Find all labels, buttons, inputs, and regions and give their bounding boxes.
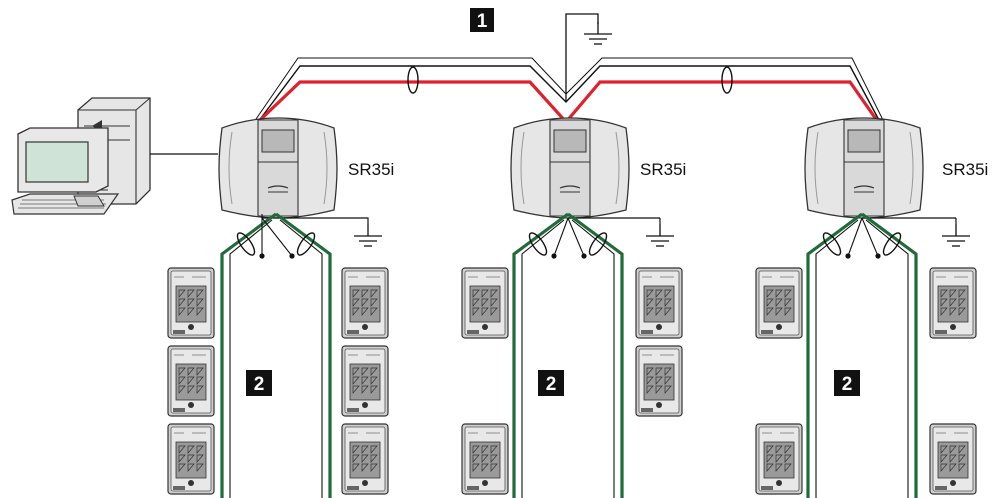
- keypad-reader-icon: [929, 423, 977, 495]
- keypad-reader-icon: [167, 267, 215, 339]
- reader-cabling-3: [806, 212, 971, 498]
- unit-label: SR35i: [348, 160, 394, 179]
- keypad-reader-icon: [635, 345, 683, 417]
- reader-cabling-2: [512, 212, 675, 498]
- controller-unit: [804, 117, 924, 219]
- pc-workstation-icon: [11, 97, 151, 215]
- keypad-reader-icon: [341, 267, 389, 339]
- bus-badge-label: 1: [477, 11, 488, 32]
- keypad-reader-icon: [461, 423, 509, 495]
- keypad-reader-icon: [167, 345, 215, 417]
- keypad-reader-icon: [461, 267, 509, 339]
- keypad-reader-icon: [755, 267, 803, 339]
- keypad-reader-icon: [635, 267, 683, 339]
- keypad-reader-icon: [341, 423, 389, 495]
- unit-label: SR35i: [640, 160, 686, 179]
- reader-bus-badge-label: 2: [842, 374, 853, 395]
- bus-cable: [253, 57, 885, 125]
- keypad-reader-icon: [929, 267, 977, 339]
- reader-bus-badge: 2: [834, 370, 860, 396]
- keypad-reader-icon: [755, 423, 803, 495]
- bus-ground-line: [565, 13, 613, 102]
- keypad-reader-icon: [167, 423, 215, 495]
- reader-bus-badge-label: 2: [546, 374, 557, 395]
- cable-shield-icon: [721, 66, 733, 94]
- bus-badge: 1: [470, 8, 494, 32]
- controller-unit: [218, 117, 338, 219]
- reader-bus-badge: 2: [246, 370, 272, 396]
- unit-label: SR35i: [942, 160, 988, 179]
- reader-cabling-1: [220, 212, 383, 498]
- keypad-reader-icon: [341, 345, 389, 417]
- controller-unit: [510, 117, 630, 219]
- reader-bus-badge: 2: [538, 370, 564, 396]
- cable-shield-icon: [407, 66, 419, 94]
- reader-bus-badge-label: 2: [254, 374, 265, 395]
